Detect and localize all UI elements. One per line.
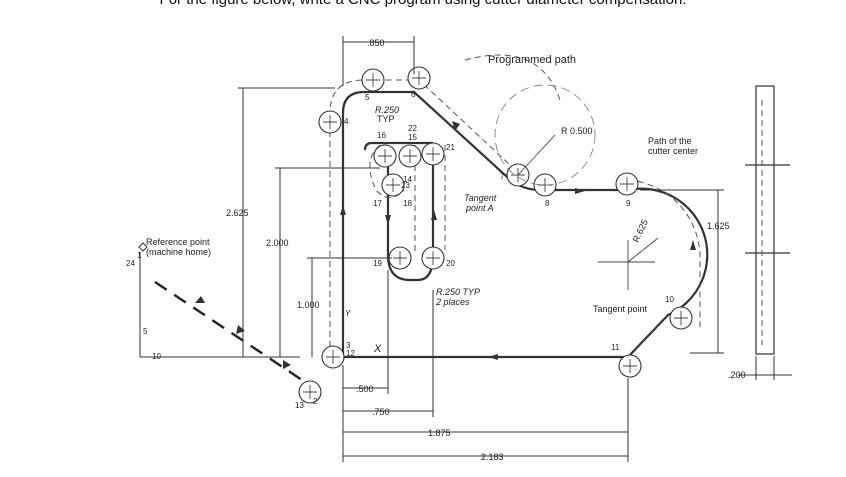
dim-850: .850 <box>367 38 385 48</box>
point-3: 3 <box>346 341 351 350</box>
label-y-axis: Y <box>345 309 351 318</box>
dim-1625: 1.625 <box>707 221 730 231</box>
dim-500: .500 <box>356 384 374 394</box>
point-8: 8 <box>545 199 550 208</box>
point-17: 17 <box>373 199 382 208</box>
label-tangent-a-2: point A <box>465 203 494 213</box>
label-programmed-path: Programmed path <box>488 54 576 66</box>
point-20: 20 <box>446 259 455 268</box>
label-path-cutter-1: Path of the <box>648 136 692 146</box>
label-reference-1: Reference point <box>146 237 210 247</box>
point-18: 18 <box>403 199 412 208</box>
reference-point-marker <box>138 242 321 393</box>
label-path-cutter-2: cutter center <box>648 146 698 156</box>
point-1: 1 <box>137 251 142 260</box>
side-view-fixture <box>745 85 790 355</box>
dim-750: .750 <box>372 407 390 417</box>
page-title: For the figure below, write a CNC progra… <box>0 0 846 8</box>
dim-2625: 2.625 <box>226 208 249 218</box>
point-24: 24 <box>126 259 135 268</box>
point-7: 7 <box>500 172 505 181</box>
point-19: 19 <box>373 259 382 268</box>
point-21: 21 <box>446 143 455 152</box>
label-r625: R.625 <box>631 218 650 244</box>
label-r250-2places-1: R.250 TYP <box>436 287 480 297</box>
label-tangent-point: Tangent point <box>593 304 648 314</box>
point-2: 2 <box>313 397 318 406</box>
dim-1875: 1.875 <box>428 428 451 438</box>
cutter-circles <box>298 66 693 404</box>
point-9: 9 <box>626 199 631 208</box>
point-16: 16 <box>377 131 386 140</box>
marker-10: 10 <box>152 352 161 361</box>
programmed-path-outline <box>333 90 709 360</box>
dim-2183: 2.183 <box>481 452 504 462</box>
dim-1000: 1.000 <box>297 300 320 310</box>
point-5: 5 <box>365 93 370 102</box>
label-r500: R 0.500 <box>561 126 593 136</box>
point-23: 23 <box>401 181 410 190</box>
point-13: 13 <box>295 401 304 410</box>
point-6: 6 <box>411 90 416 99</box>
label-tangent-a-1: Tangent <box>464 193 497 203</box>
point-15: 15 <box>408 133 417 142</box>
point-12: 12 <box>346 349 355 358</box>
dim-2000: 2.000 <box>266 238 289 248</box>
label-r250-2places-2: 2 places <box>435 297 470 307</box>
label-r250: R.250 <box>375 105 399 115</box>
point-11: 11 <box>611 343 620 352</box>
dimension-lines <box>238 36 792 462</box>
point-14: 14 <box>403 175 412 184</box>
label-typ: TYP <box>377 114 395 124</box>
point-10: 10 <box>665 295 674 304</box>
label-reference-2: (machine home) <box>146 247 211 257</box>
point-22: 22 <box>408 124 417 133</box>
label-x-axis: X <box>373 343 382 355</box>
dim-200: .200 <box>728 370 746 380</box>
marker-5: 5 <box>143 327 148 336</box>
point-4: 4 <box>344 117 349 126</box>
